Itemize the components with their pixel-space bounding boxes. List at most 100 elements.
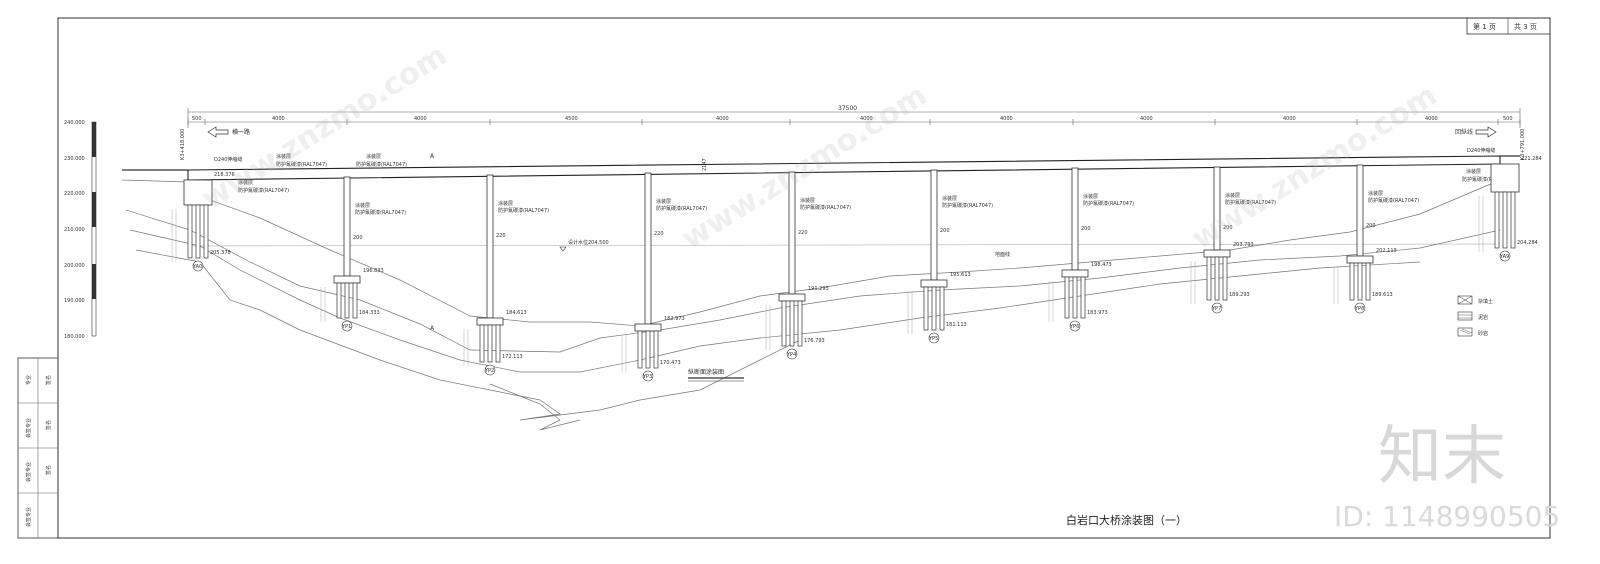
svg-text:涂装层: 涂装层 — [238, 179, 253, 186]
side-cell-5: 会签专业 — [25, 462, 32, 482]
pier-id-bubble — [642, 370, 654, 382]
direction-left: 横一路 — [207, 126, 250, 138]
rock-hatch — [621, 335, 627, 372]
section-mark-bottom: A — [430, 325, 435, 332]
pier-id: YP7 — [1211, 306, 1221, 312]
elev-tick-4: 200.000 — [64, 263, 85, 269]
dim-5: 4000 — [860, 116, 873, 122]
pile — [645, 330, 651, 369]
pier-height: 200 — [940, 228, 950, 234]
elev-tick-2: 220.000 — [64, 191, 85, 197]
pier-id: YP5 — [928, 336, 938, 342]
pile — [1206, 256, 1212, 301]
pier-top-elevation: 198.473 — [1091, 262, 1112, 268]
pier-top-elevation: 184.613 — [506, 310, 527, 316]
legend-fill-hatch — [1457, 295, 1473, 305]
pile — [653, 330, 659, 369]
pile — [931, 286, 937, 331]
pier-top-elevation: 203.793 — [1233, 242, 1254, 248]
side-cell-3: 会签专业 — [25, 418, 32, 438]
legend-label-2: 砂岩 — [1478, 330, 1488, 337]
pier-height: 220 — [798, 230, 808, 236]
abutment-body — [1490, 163, 1520, 193]
pier-coating-label: 涂装层 — [942, 195, 957, 202]
pile — [789, 300, 795, 347]
page-number: 第 1 页 — [1473, 22, 1496, 31]
pier-coating-label: 涂装层 — [355, 202, 370, 209]
pier-color-code: 防护氟碳漆(RAL7047) — [1225, 199, 1276, 206]
pile — [195, 204, 201, 259]
pier-id: YP1 — [341, 324, 351, 330]
section-mark-top: A — [430, 153, 435, 160]
sheet-frame — [57, 17, 1551, 539]
pier-coating-label: 涂装层 — [498, 200, 513, 207]
pile — [352, 282, 358, 319]
rock-hatch — [1048, 281, 1054, 322]
svg-text:涂装层: 涂装层 — [276, 153, 291, 160]
pier-top-elevation: 196.833 — [363, 268, 384, 274]
pier-id-bubble — [1211, 302, 1223, 314]
deck-coating-labels: 涂装层 防护氟碳漆(RAL7047) 涂装层 防护氟碳漆(RAL7047) 涂装… — [238, 153, 1513, 194]
side-cell-7: 会签专业 — [25, 507, 32, 527]
pier-color-code: 防护氟碳漆(RAL7047) — [1368, 197, 1419, 204]
pier-color-code: 防护氟碳漆(RAL7047) — [942, 202, 993, 209]
dim-9: 4000 — [1425, 116, 1438, 122]
pile — [1357, 262, 1363, 301]
dim-10: 500 — [1503, 116, 1513, 122]
dim-4: 4000 — [716, 116, 729, 122]
dim-6: 4000 — [1000, 116, 1013, 122]
pier-bottom-elevation: 181.113 — [946, 322, 967, 328]
direction-right: 回纵线 — [1455, 126, 1497, 138]
joint-left: D240伸缩缝 — [214, 156, 242, 163]
beam-depth: 2147 — [702, 158, 708, 171]
pile — [1510, 191, 1516, 249]
pile — [1494, 191, 1500, 249]
pier-bottom-elevation: 176.793 — [804, 338, 825, 344]
joint-right: D240伸缩缝 — [1467, 147, 1495, 154]
pier-color-code: 防护氟碳漆(RAL7047) — [498, 207, 549, 214]
pile-cap — [778, 293, 806, 302]
rock-hatch — [765, 305, 771, 350]
elev-tick-5: 190.000 — [64, 298, 85, 304]
elev-tick-6: 180.000 — [64, 334, 85, 340]
pile — [1365, 262, 1371, 301]
pier-bottom-elevation: 189.613 — [1372, 292, 1393, 298]
pile — [923, 286, 929, 331]
ground-profile — [121, 179, 1501, 431]
water-level-icon — [559, 246, 567, 252]
dim-3: 4500 — [565, 116, 578, 122]
pier-bottom-elevation: 172.113 — [502, 354, 523, 360]
pier-column — [930, 169, 938, 281]
pier-coating-label: 涂装层 — [1368, 190, 1383, 197]
pier-column — [1356, 164, 1364, 257]
rock-hatch — [1333, 267, 1339, 304]
pier-color-code: 防护氟碳漆(RAL7047) — [1083, 200, 1134, 207]
pile — [1072, 276, 1078, 319]
dimension-lines: 37500 500 4000 4000 4500 4000 4000 4000 … — [187, 105, 1521, 128]
pile-cap — [333, 275, 361, 284]
section-title: 纵断面涂装图 — [688, 368, 724, 376]
pile — [1080, 276, 1086, 319]
pile-cap — [1346, 255, 1374, 264]
pier-column — [644, 172, 652, 325]
pile-cap — [1061, 269, 1089, 278]
rock-hatch — [907, 291, 913, 334]
pier-top-elevation: 195.613 — [950, 272, 971, 278]
svg-text:涂装层: 涂装层 — [366, 153, 381, 160]
pile-cap — [634, 323, 662, 332]
svg-text:防护氟碳漆(RAL7047): 防护氟碳漆(RAL7047) — [276, 161, 327, 168]
pier-id-bubble — [1499, 250, 1511, 262]
watermark-brand: 知末 — [1378, 420, 1506, 494]
pier-id: YA0 — [192, 264, 202, 270]
pile — [1214, 256, 1220, 301]
pile — [187, 204, 193, 259]
side-cell-2: 签名 — [45, 375, 52, 385]
pier-height: 200 — [1081, 226, 1091, 232]
pier-column — [343, 176, 351, 277]
side-cell-6: 签名 — [45, 465, 52, 475]
pier-column — [486, 174, 494, 319]
rock-hatch — [320, 287, 326, 322]
